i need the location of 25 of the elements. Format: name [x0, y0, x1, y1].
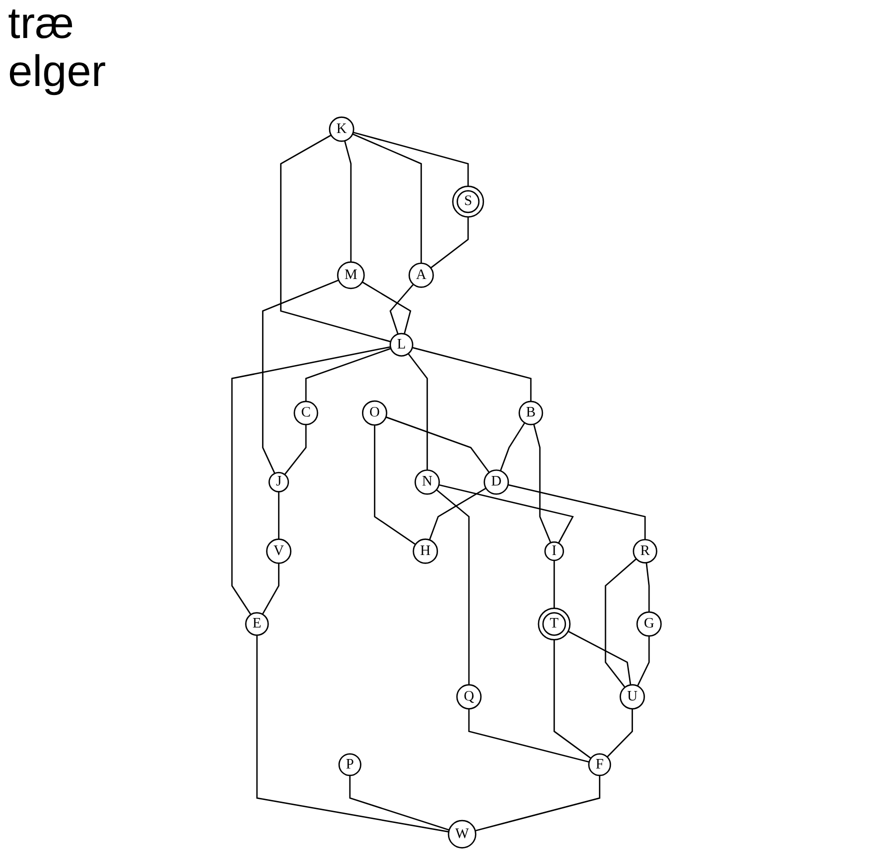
graph-node: D: [484, 469, 509, 495]
graph-node: B: [518, 400, 544, 426]
heading-text: elger: [8, 48, 106, 97]
heading-text: træ: [8, 0, 74, 48]
graph-node: Q: [456, 684, 482, 710]
graph-node: J: [268, 472, 290, 492]
graph-node: O: [362, 400, 388, 426]
graph-node: R: [632, 538, 658, 564]
graph-node: H: [412, 538, 438, 564]
graph-node: L: [390, 332, 414, 357]
graph-node: U: [620, 684, 645, 710]
graph-node: G: [636, 611, 662, 637]
graph-node: M: [337, 261, 365, 290]
graph-node: V: [266, 538, 292, 564]
graph-node: W: [448, 820, 476, 848]
graph-node: E: [245, 612, 269, 636]
graph-node: K: [328, 116, 354, 142]
graph-node: A: [408, 262, 434, 288]
graph-node: P: [338, 753, 362, 776]
graph-node: S: [452, 186, 484, 218]
graph-node: T: [538, 608, 571, 640]
graph-node: F: [588, 753, 612, 776]
graph-node: C: [294, 400, 318, 426]
graph-node: N: [414, 469, 440, 495]
graph-node: I: [544, 541, 564, 562]
